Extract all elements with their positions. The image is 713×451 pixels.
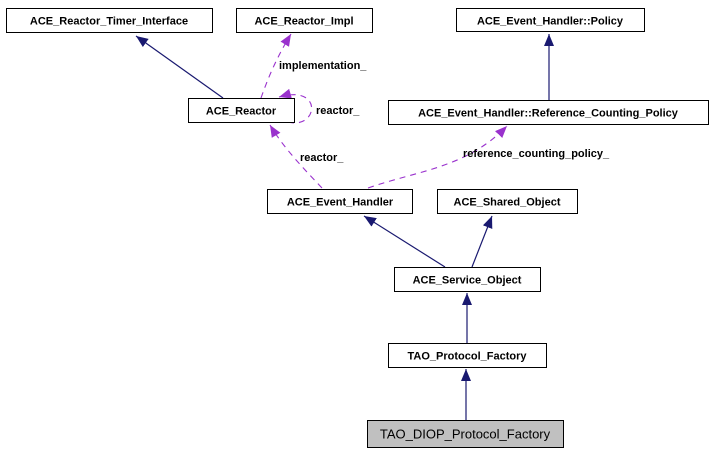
- node-label-ace-reactor-timer-interface[interactable]: ACE_Reactor_Timer_Interface: [30, 16, 188, 28]
- edge-usage-implementation: [260, 33, 292, 99]
- node-label-ace-event-handler-reference-counting-policy[interactable]: ACE_Event_Handler::Reference_Counting_Po…: [418, 108, 679, 120]
- edge-inherit-service-to-event-handler: [363, 215, 446, 268]
- node-label-ace-service-object[interactable]: ACE_Service_Object: [413, 275, 522, 287]
- node-label-ace-event-handler[interactable]: ACE_Event_Handler: [287, 197, 394, 209]
- node-ace-event-handler-reference-counting-policy[interactable]: ACE_Event_Handler::Reference_Counting_Po…: [388, 100, 709, 125]
- edge-inherit-reactor-to-timer-interface: [135, 35, 224, 99]
- node-ace-service-object[interactable]: ACE_Service_Object: [394, 267, 541, 292]
- node-ace-reactor[interactable]: ACE_Reactor: [188, 98, 295, 123]
- edge-label-reactor: reactor_: [300, 152, 344, 164]
- node-box-ace-event-handler-policy[interactable]: [456, 8, 645, 32]
- node-label-ace-reactor-impl[interactable]: ACE_Reactor_Impl: [254, 16, 353, 28]
- node-label-tao-protocol-factory[interactable]: TAO_Protocol_Factory: [408, 351, 528, 363]
- node-ace-shared-object[interactable]: ACE_Shared_Object: [437, 189, 578, 214]
- node-tao-protocol-factory[interactable]: TAO_Protocol_Factory: [388, 343, 547, 368]
- node-label-ace-reactor[interactable]: ACE_Reactor: [206, 106, 277, 118]
- node-tao-diop-protocol-factory: TAO_DIOP_Protocol_Factory: [367, 420, 564, 448]
- node-box-ace-event-handler[interactable]: [267, 189, 413, 214]
- node-box-ace-shared-object[interactable]: [437, 189, 578, 214]
- node-ace-event-handler-policy[interactable]: ACE_Event_Handler::Policy: [456, 8, 645, 32]
- edge-usage-reactor-self-loop: [278, 88, 313, 124]
- node-box-ace-reactor[interactable]: [188, 98, 295, 123]
- node-ace-reactor-timer-interface[interactable]: ACE_Reactor_Timer_Interface: [6, 8, 213, 33]
- node-label-ace-event-handler-policy[interactable]: ACE_Event_Handler::Policy: [477, 16, 624, 28]
- node-box-tao-protocol-factory[interactable]: [388, 343, 547, 368]
- edge-label-reference-counting-policy: reference_counting_policy_: [463, 148, 610, 160]
- node-box-ace-service-object[interactable]: [394, 267, 541, 292]
- node-box-ace-reactor-impl[interactable]: [236, 8, 373, 33]
- node-label-tao-diop-protocol-factory: TAO_DIOP_Protocol_Factory: [380, 427, 551, 442]
- edge-inherit-service-to-shared-object: [471, 215, 493, 268]
- node-ace-event-handler[interactable]: ACE_Event_Handler: [267, 189, 413, 214]
- node-label-ace-shared-object[interactable]: ACE_Shared_Object: [454, 197, 561, 209]
- node-ace-reactor-impl[interactable]: ACE_Reactor_Impl: [236, 8, 373, 33]
- edge-label-reactor-self: reactor_: [316, 105, 360, 117]
- node-box-ace-event-handler-reference-counting-policy[interactable]: [388, 100, 709, 125]
- node-box-ace-reactor-timer-interface[interactable]: [6, 8, 213, 33]
- node-box-tao-diop-protocol-factory: [367, 420, 564, 448]
- edge-label-implementation: implementation_: [279, 60, 367, 72]
- edge-usage-reference-counting-policy: [367, 125, 508, 189]
